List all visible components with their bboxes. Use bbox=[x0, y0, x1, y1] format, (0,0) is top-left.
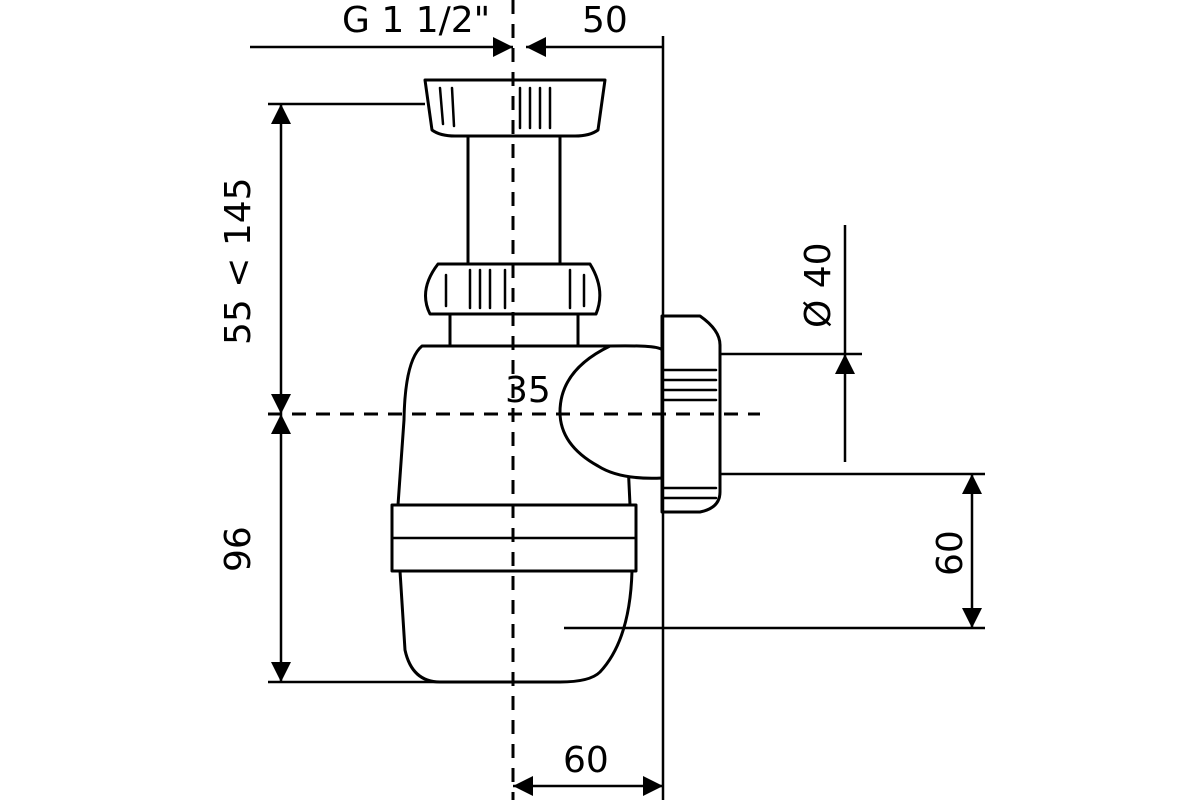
top-nut-ribs bbox=[438, 86, 552, 130]
top-offset-label: 50 bbox=[582, 0, 628, 41]
outlet-drop-label: 60 bbox=[930, 530, 971, 576]
thread-label: G 1 1/2" bbox=[342, 0, 490, 41]
body-height-label: 96 bbox=[218, 526, 259, 572]
outlet-nut-ribs bbox=[660, 368, 718, 500]
outlet-elbow bbox=[558, 344, 664, 480]
siphon-part bbox=[390, 78, 722, 684]
top-nut bbox=[423, 78, 607, 138]
outlet-nut bbox=[660, 314, 722, 514]
cup-bowl bbox=[398, 569, 634, 684]
outlet-bend-label: 35 bbox=[505, 370, 551, 411]
outlet-diameter-label: Ø 40 bbox=[798, 242, 839, 328]
height-range-label: 55 < 145 bbox=[218, 177, 259, 345]
bottom-offset-label: 60 bbox=[563, 740, 609, 781]
middle-nut-ribs bbox=[444, 268, 586, 310]
